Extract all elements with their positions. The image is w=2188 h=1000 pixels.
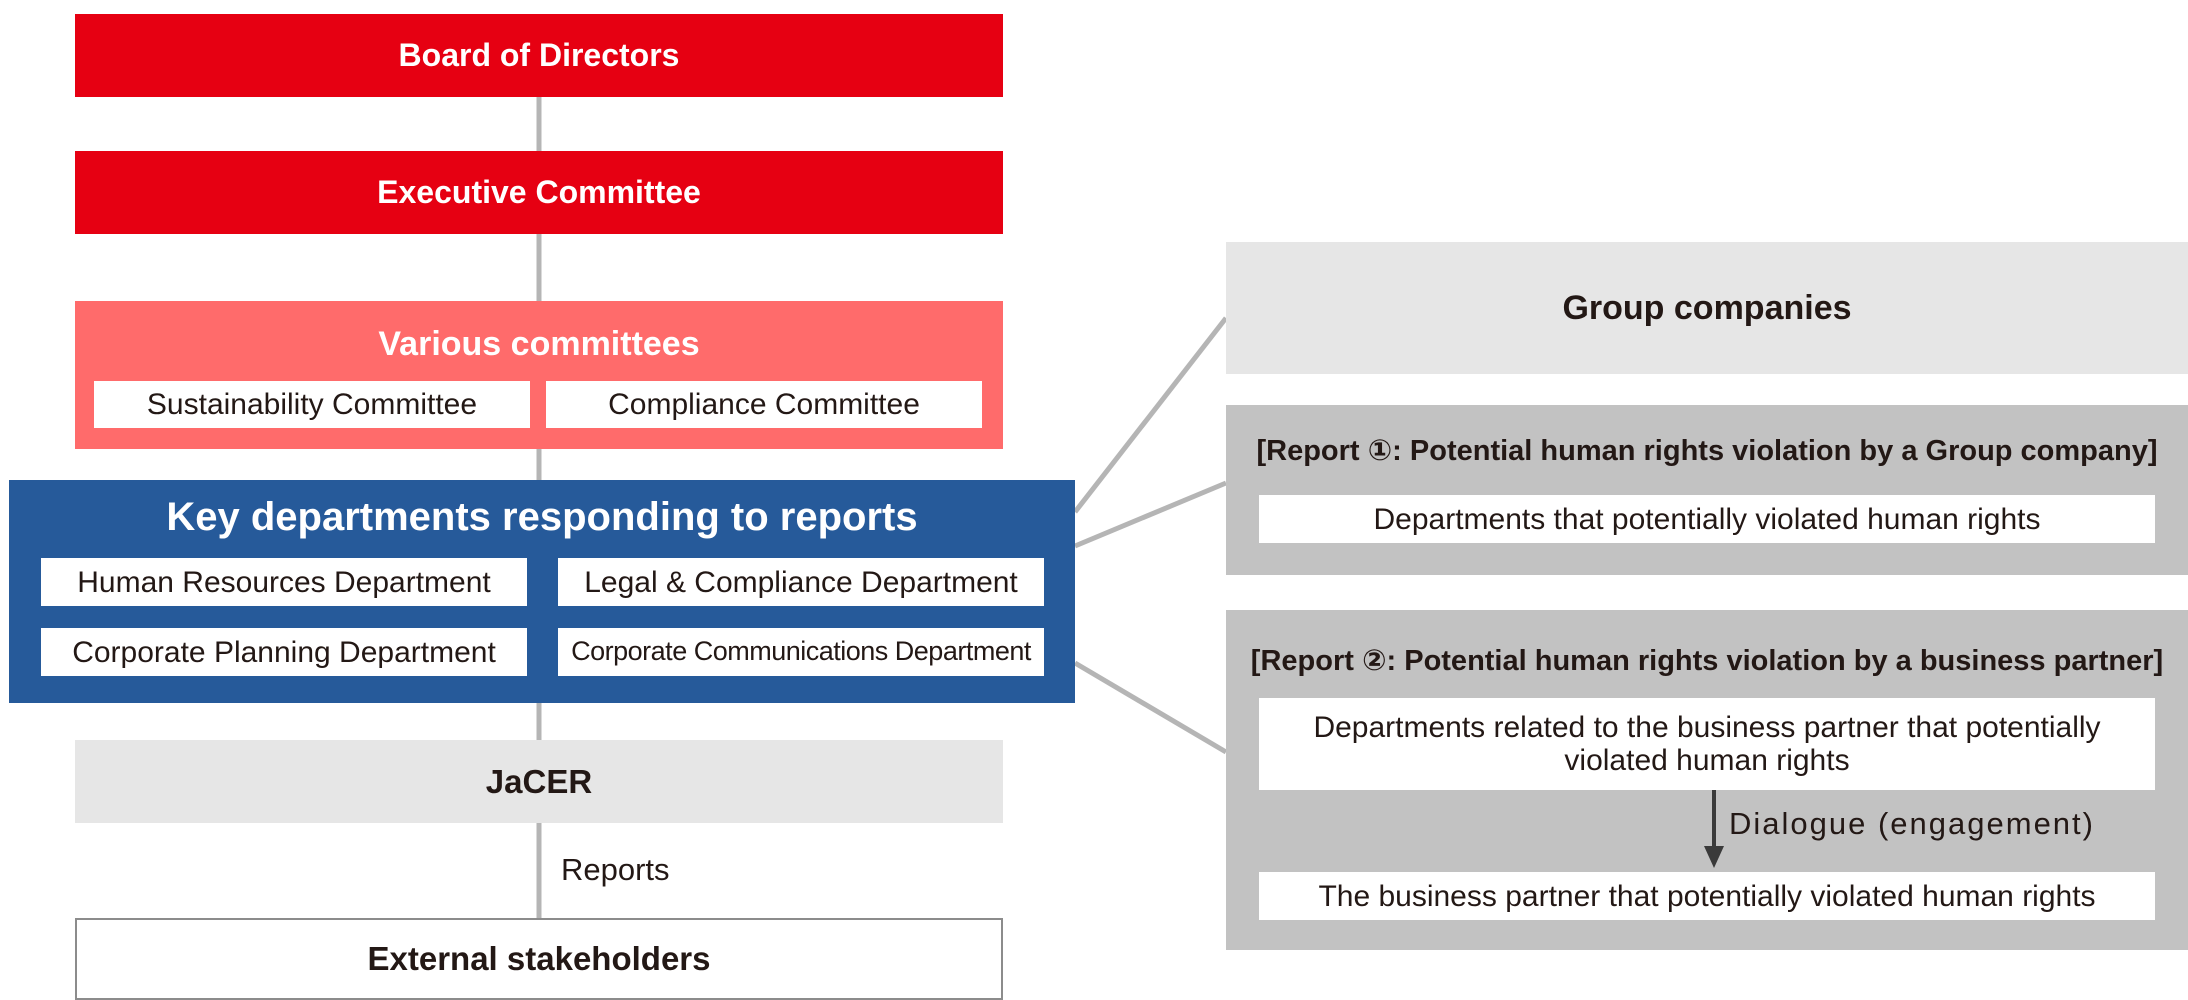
report1-box: [Report ①: Potential human rights violat… bbox=[1226, 405, 2188, 575]
various-committees-box: Various committees Sustainability Commit… bbox=[75, 301, 1003, 449]
jacer-box: JaCER bbox=[75, 740, 1003, 823]
group-companies-box: Group companies bbox=[1226, 242, 2188, 374]
report2-title: [Report ②: Potential human rights violat… bbox=[1250, 644, 2164, 677]
executive-committee-box: Executive Committee bbox=[75, 151, 1003, 234]
report1-departments-box: Departments that potentially violated hu… bbox=[1259, 495, 2155, 543]
report1-title: [Report ①: Potential human rights violat… bbox=[1256, 434, 2158, 467]
business-partner-box: The business partner that potentially vi… bbox=[1259, 872, 2155, 920]
jacer-label: JaCER bbox=[485, 762, 593, 800]
legal-compliance-department-box: Legal & Compliance Department bbox=[558, 558, 1044, 606]
key-departments-box: Key departments responding to reports Hu… bbox=[9, 480, 1075, 703]
connector-to-group-companies bbox=[1073, 316, 1228, 514]
various-committees-title: Various committees bbox=[378, 324, 700, 363]
external-stakeholders-label: External stakeholders bbox=[367, 940, 711, 977]
external-stakeholders-box: External stakeholders bbox=[75, 918, 1003, 1000]
dialogue-label: Dialogue (engagement) bbox=[1729, 806, 2095, 841]
report2-box: [Report ②: Potential human rights violat… bbox=[1226, 610, 2188, 950]
compliance-committee-box: Compliance Committee bbox=[546, 381, 982, 428]
board-of-directors-label: Board of Directors bbox=[398, 37, 680, 73]
key-departments-title: Key departments responding to reports bbox=[166, 494, 918, 539]
corporate-communications-department-box: Corporate Communications Department bbox=[558, 628, 1044, 676]
connector-to-report1 bbox=[1074, 480, 1227, 549]
group-companies-label: Group companies bbox=[1562, 288, 1852, 327]
reports-label: Reports bbox=[561, 852, 670, 887]
sustainability-committee-box: Sustainability Committee bbox=[94, 381, 530, 428]
corporate-planning-department-box: Corporate Planning Department bbox=[41, 628, 527, 676]
executive-committee-label: Executive Committee bbox=[377, 174, 701, 210]
down-arrow-icon bbox=[1704, 790, 1724, 870]
connector-to-report2 bbox=[1073, 660, 1228, 755]
hr-department-box: Human Resources Department bbox=[41, 558, 527, 606]
board-of-directors-box: Board of Directors bbox=[75, 14, 1003, 97]
report2-departments-box: Departments related to the business part… bbox=[1259, 698, 2155, 790]
